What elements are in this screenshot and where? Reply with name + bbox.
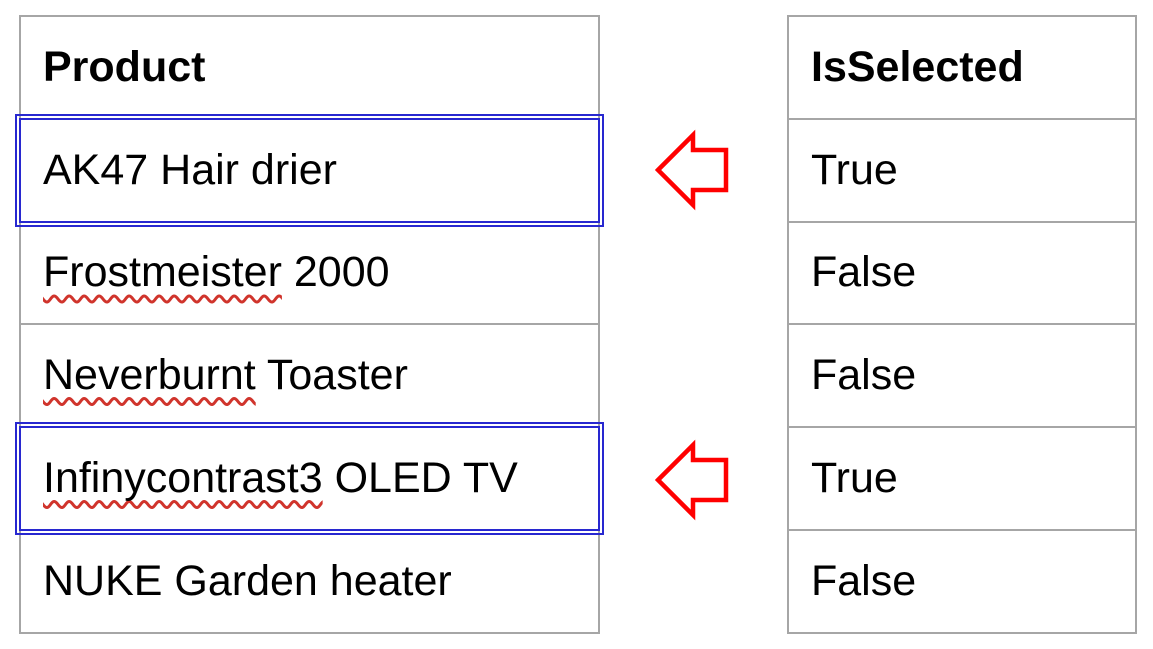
product-name-rest: Toaster (255, 351, 408, 400)
product-row[interactable]: Neverburnt Toaster (19, 323, 600, 429)
misspelled-word: Frostmeister (43, 248, 282, 297)
product-row[interactable]: AK47 Hair drier (15, 113, 604, 227)
product-column-header: Product (19, 15, 600, 120)
product-name-rest: OLED TV (322, 454, 518, 502)
isselected-value: False (811, 351, 917, 400)
isselected-value: True (811, 454, 898, 502)
product-name: NUKE Garden heater (43, 557, 452, 606)
isselected-cell: True (787, 117, 1137, 223)
product-row[interactable]: Infinycontrast3 OLED TV (15, 422, 604, 536)
isselected-table: IsSelected True False False True False (787, 15, 1137, 634)
product-row[interactable]: Frostmeister 2000 (19, 220, 600, 326)
product-row[interactable]: NUKE Garden heater (19, 529, 600, 634)
misspelled-word: Neverburnt (43, 351, 256, 400)
product-name-rest: 2000 (281, 248, 390, 297)
isselected-cell: True (787, 426, 1137, 532)
isselected-cell: False (787, 529, 1137, 634)
product-name-rest: AK47 Hair drier (43, 145, 337, 194)
left-arrow-icon (655, 438, 729, 522)
product-name: AK47 Hair drier (43, 146, 337, 195)
product-name-rest: NUKE Garden heater (43, 556, 452, 605)
isselected-cell: False (787, 323, 1137, 429)
left-arrow-icon (655, 128, 729, 212)
isselected-value: False (811, 556, 917, 605)
isselected-column-header: IsSelected (787, 15, 1137, 120)
isselected-value: False (811, 248, 917, 297)
isselected-cell: False (787, 220, 1137, 326)
product-table: Product AK47 Hair drier Frostmeister 200… (15, 15, 604, 634)
product-name: Neverburnt Toaster (43, 351, 408, 400)
product-name: Infinycontrast3 OLED TV (43, 454, 518, 503)
misspelled-word: Infinycontrast3 (43, 454, 323, 502)
product-name: Frostmeister 2000 (43, 248, 390, 297)
isselected-column-header-label: IsSelected (811, 42, 1024, 91)
isselected-value: True (811, 145, 898, 194)
product-column-header-label: Product (43, 42, 206, 91)
